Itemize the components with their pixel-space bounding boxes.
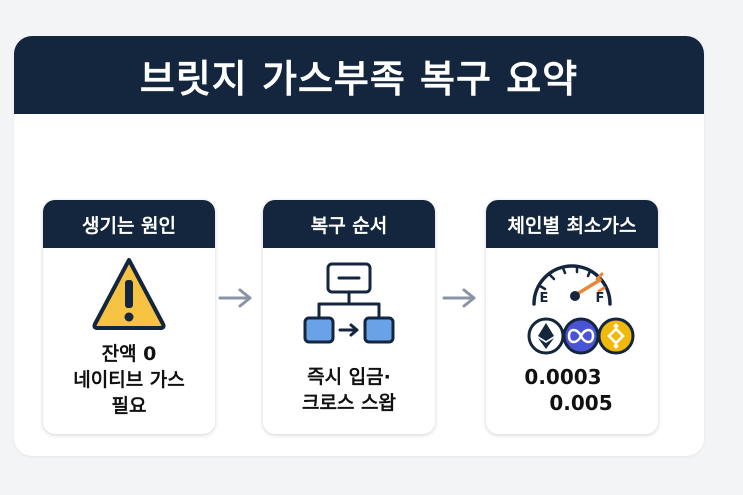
flowchart-icon: [303, 262, 395, 344]
card-recovery-line: 즉시 입금·: [307, 366, 391, 388]
ethereum-coin-icon: [527, 317, 565, 355]
arrow-right-icon: [442, 288, 476, 308]
card-recovery-header: 복구 순서: [263, 200, 435, 248]
warning-triangle-icon: [92, 258, 166, 330]
card-min-gas: 체인별 최소가스 E F: [486, 200, 658, 434]
card-min-gas-header: 체인별 최소가스: [486, 200, 658, 248]
card-cause-header: 생기는 원인: [43, 200, 215, 248]
card-cause: 생기는 원인 잔액 0 네이티브 가스 필요: [43, 200, 215, 434]
card-recovery-text: 즉시 입금· 크로스 스왑: [263, 364, 435, 416]
card-cause-line: 네이티브 가스: [73, 369, 185, 391]
polygon-coin-icon: [562, 317, 600, 355]
card-recovery-line: 크로스 스왑: [301, 392, 396, 414]
summary-panel: 브릿지 가스부족 복구 요약 생기는 원인 잔액 0 네이티브 가스 필요 복구…: [14, 36, 704, 456]
gauge-empty-label: E: [540, 291, 549, 306]
card-cause-line: 잔액 0: [101, 343, 157, 365]
card-cause-line: 필요: [111, 395, 147, 417]
min-gas-value: 0.0003: [524, 365, 602, 389]
fuel-gauge-icon: E F: [527, 264, 635, 355]
min-gas-value: 0.005: [549, 391, 613, 415]
arrow-right-icon: [218, 288, 252, 308]
card-min-gas-text: 0.0003 0.005: [486, 364, 658, 416]
card-cause-text: 잔액 0 네이티브 가스 필요: [43, 341, 215, 419]
gauge-full-label: F: [596, 291, 605, 306]
page-title: 브릿지 가스부족 복구 요약: [14, 36, 704, 114]
card-recovery: 복구 순서 즉시 입금· 크로스 스왑: [263, 200, 435, 434]
bnb-coin-icon: [597, 317, 635, 355]
